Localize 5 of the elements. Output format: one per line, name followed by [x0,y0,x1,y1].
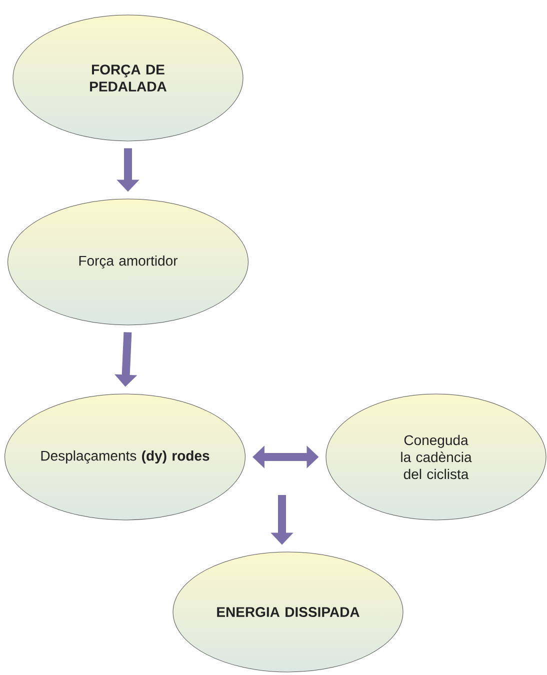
oval-node: Força amortidor [8,198,248,326]
oval-node: Desplaçaments (dy) rodes [4,394,246,520]
oval-node: Coneguda la cadència del ciclista [326,394,546,520]
oval-node: FORÇA DE PEDALADA [12,14,244,142]
oval-node: ENERGIA DISSIPADA [172,552,404,672]
